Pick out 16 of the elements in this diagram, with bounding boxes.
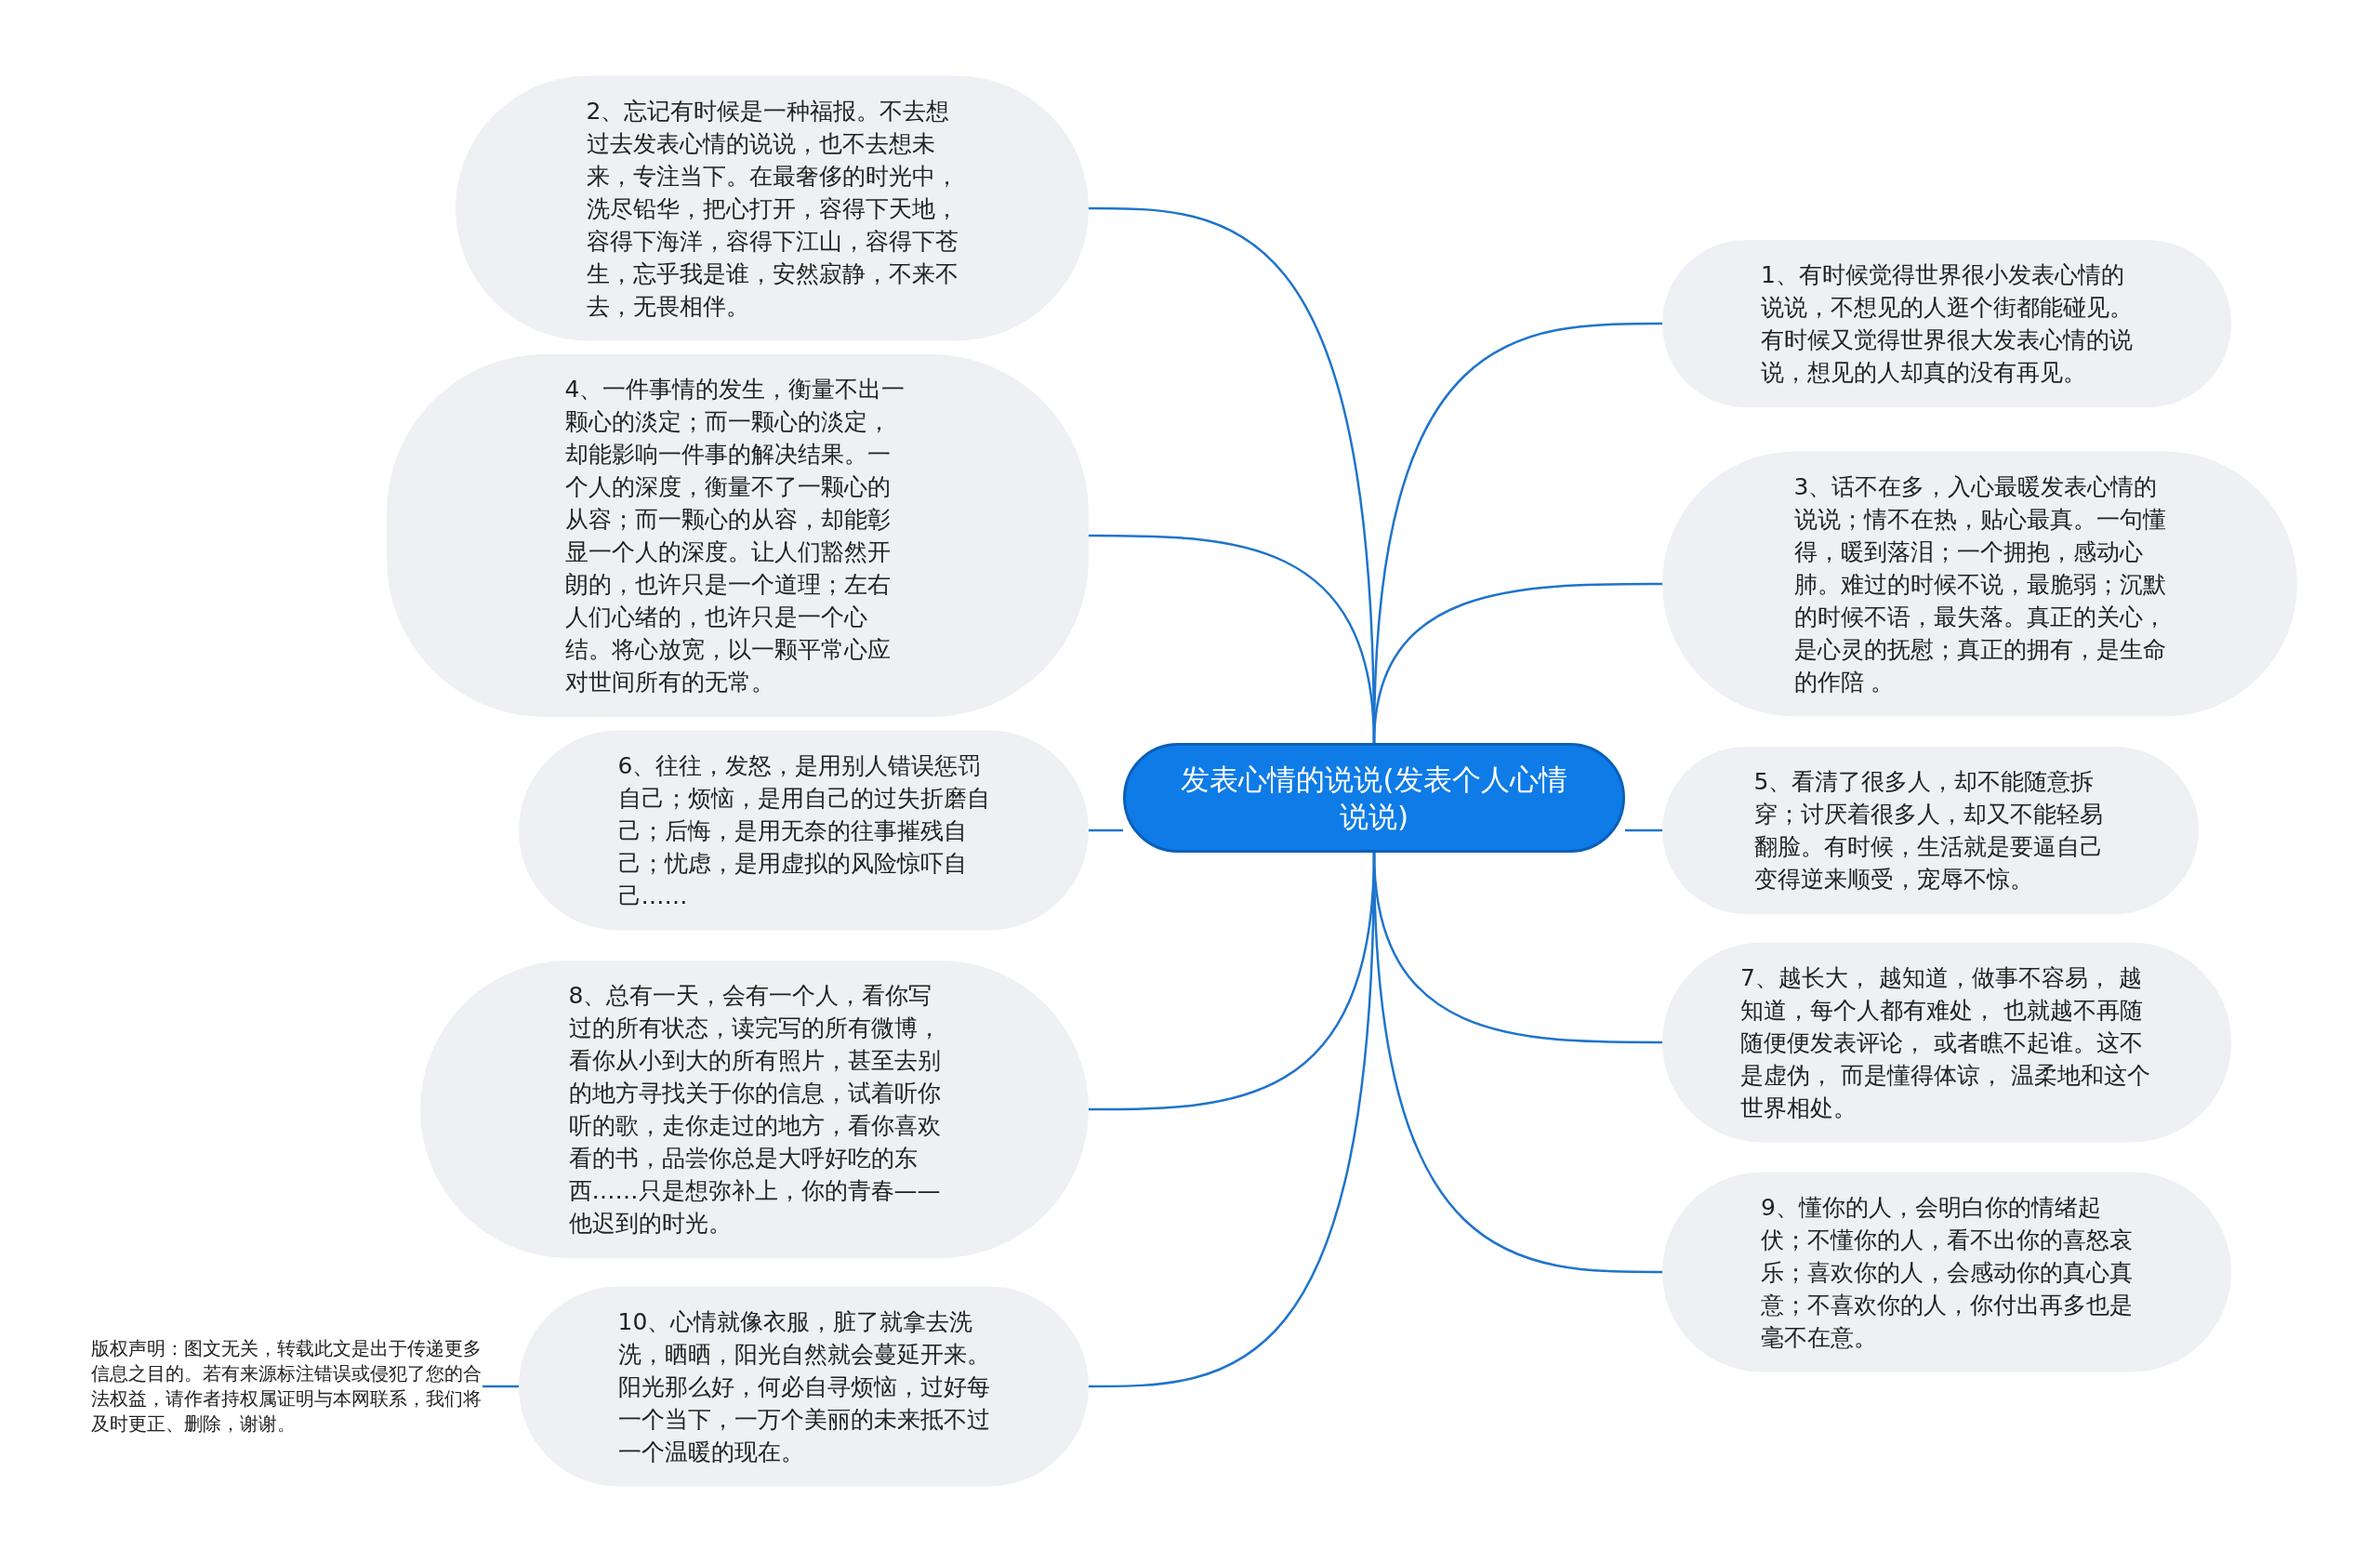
topic-title: 发表心情的说说(发表个人心情说说)	[1180, 762, 1568, 835]
topic-text: 6、往往，发怒，是用别人错误惩罚自己；烦恼，是用自己的过失折磨自己；后悔，是用无奈的往事摧残自己；忧虑，是用虚拟的风险惊吓自己……	[617, 750, 990, 911]
topic-text: 2、忘记有时候是一种福报。不去想过去发表心情的说说，也不去想未来，专注当下。在最奢侈的时光中，洗尽铅华，把心打开，容得下天地，容得下海洋，容得下江山，容得下苍生，忘乎我是谁，安然寂静，不来不去，无畏相伴。	[586, 96, 959, 322]
topic-text: 1、有时候觉得世界很小发表心情的说说，不想见的人逛个街都能碰见。有时候又觉得世界很大发表心情的说说，想见的人却真的没有再见。	[1761, 260, 2133, 388]
topic-text: 7、越长大， 越知道，做事不容易， 越知道，每个人都有难处， 也就越不再随随便便发表评论， 或者瞧不起谁。这不是虚伪， 而是懂得体谅， 温柔地和这个世界相处。	[1740, 962, 2151, 1123]
topic-text: 5、看清了很多人，却不能随意拆穿；讨厌着很多人，却又不能轻易翻脸。有时候，生活就是要逼自己变得逆来顺受，宠辱不惊。	[1753, 767, 2104, 895]
connector-line	[1625, 828, 1662, 832]
topic-text: 8、总有一天，会有一个人，看你写过的所有状态，读完写的所有微博，看你从小到大的所有照片，甚至去别的地方寻找关于你的信息，试着听你听的歌，走你走过的地方，看你喜欢看的书，品尝你总是大呼好吃的东西……只是想弥补上，你的青春——他迟到的时光。	[568, 981, 941, 1239]
topic-text: 10、心情就像衣服，脏了就拿去洗洗，晒晒，阳光自然就会蔓延开来。阳光那么好，何必自寻烦恼，过好每一个当下，一万个美丽的未来抵不过一个温暖的现在。	[617, 1306, 990, 1467]
connector-line	[1089, 534, 1376, 745]
topic-text: 4、一件事情的发生，衡量不出一颗心的淡定；而一颗心的淡定，却能影响一件事的解决结果。一个人的深度，衡量不了一颗心的从容；而一颗心的从容，却能彰显一个人的深度。让人们豁然开朗的，也许只是一个道理；左右人们心绪的，也许只是一个心结。将心放宽，以一颗平常心应对世间所有的无常。	[564, 375, 906, 697]
topic-text: 3、话不在多，入心最暖发表心情的说说；情不在热，贴心最真。一句懂得，暖到落泪；一个拥抱，感动心肺。难过的时候不说，最脆弱；沉默的时候不语，最失落。真正的关心，是心灵的抚慰；真正的拥有，是生命的作陪 。	[1793, 471, 2166, 697]
connector-line	[1089, 828, 1123, 832]
connector-line	[1089, 851, 1376, 1388]
topic-text: 版权声明：图文无关，转载此文是出于传递更多信息之目的。若有来源标注错误或侵犯了您的合法权益，请作者持权属证明与本网联系，我们将及时更正、删除，谢谢。	[91, 1336, 483, 1437]
topic-text: 9、懂你的人，会明白你的情绪起伏；不懂你的人，看不出你的喜怒哀乐；喜欢你的人，会感动你的真心真意；不喜欢你的人，你付出再多也是毫不在意。	[1761, 1192, 2133, 1353]
